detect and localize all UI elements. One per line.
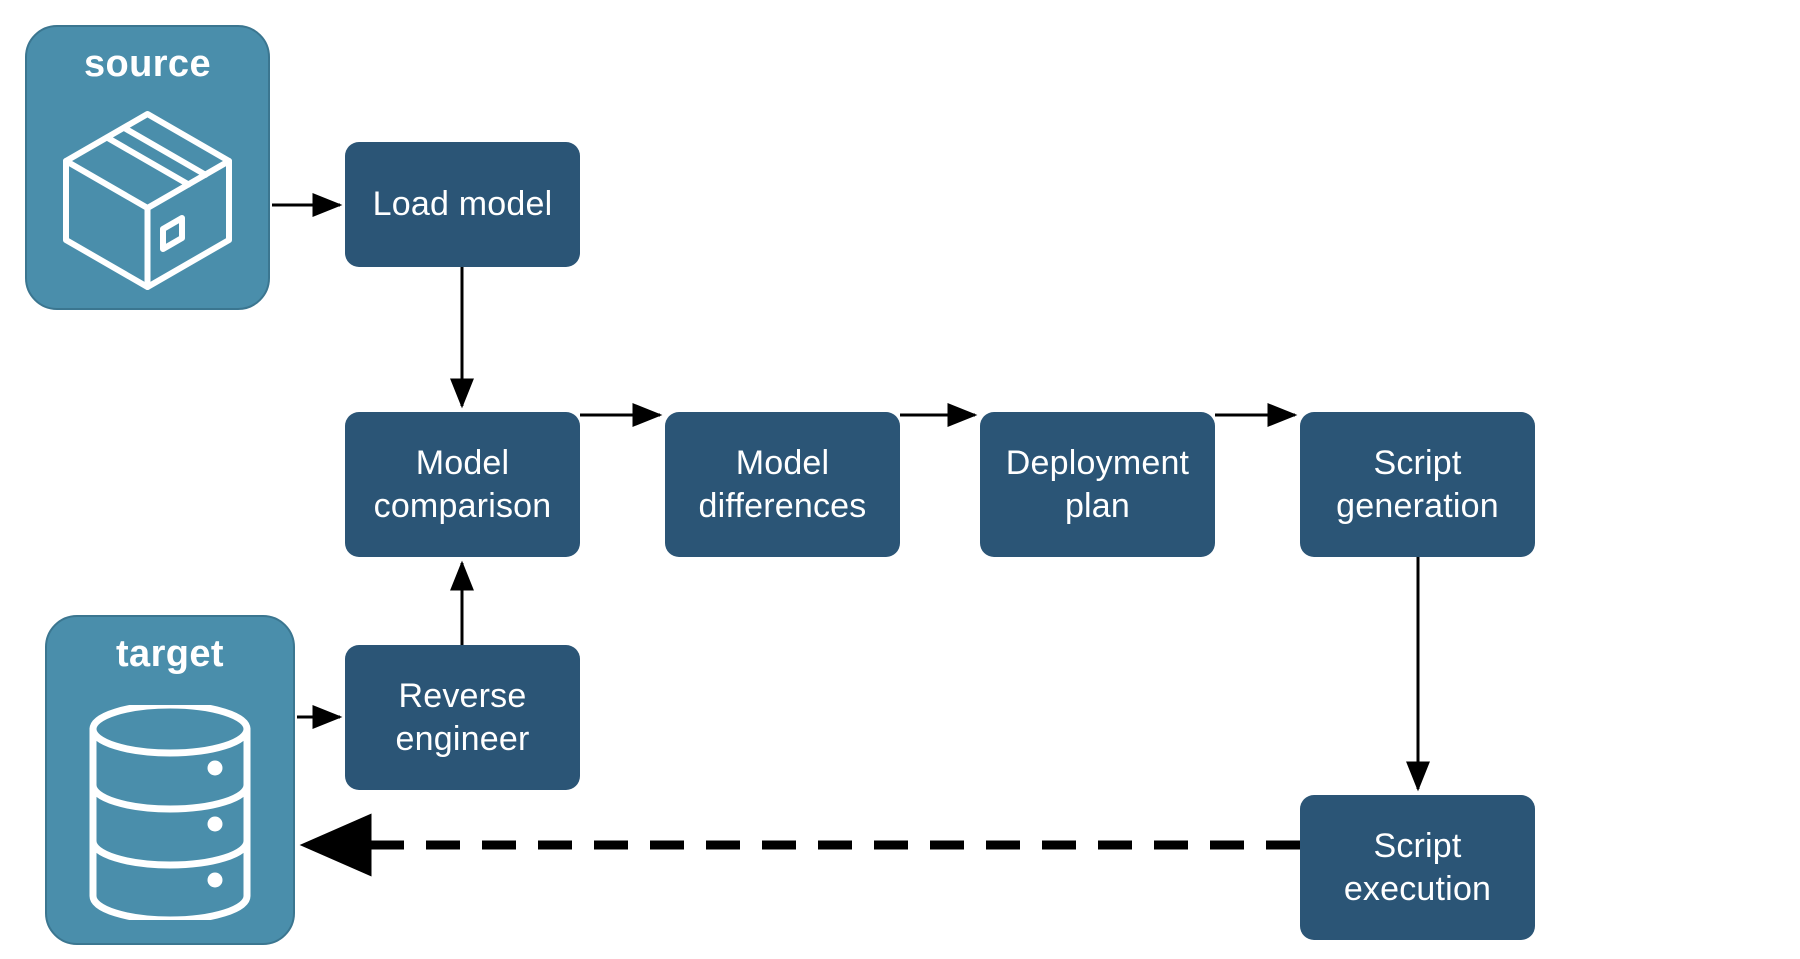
node-script-execution[interactable]: Script execution [1300,795,1535,940]
node-reverse-engineer-label: Reverse engineer [395,677,530,758]
node-script-generation-label: Script generation [1336,444,1499,525]
node-deployment-plan[interactable]: Deployment plan [980,412,1215,557]
node-deployment-plan-label: Deployment plan [1005,444,1190,525]
target-title: target [116,633,224,675]
node-script-execution-label: Script execution [1343,827,1492,908]
node-script-generation[interactable]: Script generation [1300,412,1535,557]
node-load-model-label: Load model [372,185,553,224]
node-model-comparison[interactable]: Model comparison [345,412,580,557]
database-cylinder-icon [47,682,293,943]
node-source[interactable]: source [25,25,270,310]
node-model-differences[interactable]: Model differences [665,412,900,557]
node-model-comparison-label: Model comparison [373,444,552,525]
source-title: source [83,43,211,85]
node-load-model[interactable]: Load model [345,142,580,267]
node-model-differences-label: Model differences [698,444,867,525]
node-reverse-engineer[interactable]: Reverse engineer [345,645,580,790]
node-target[interactable]: target [45,615,295,945]
package-box-icon [27,92,268,308]
